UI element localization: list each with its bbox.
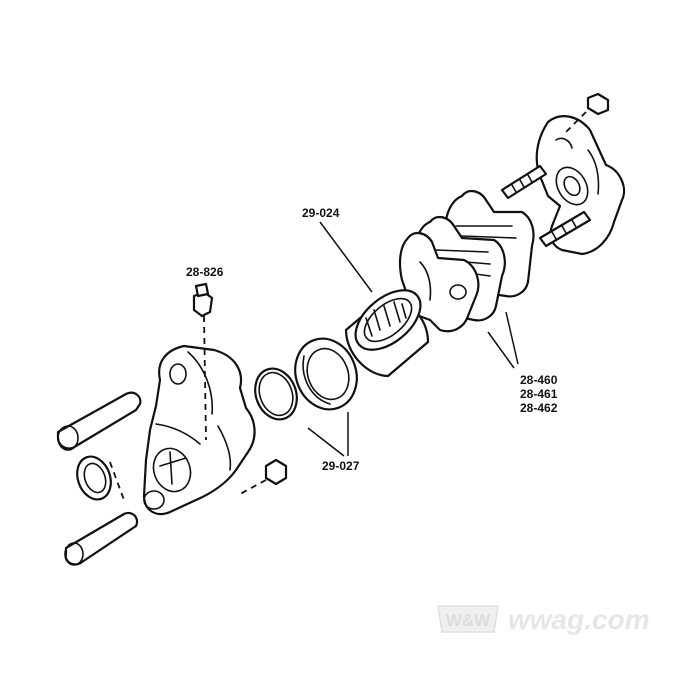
bleeder-valve	[192, 282, 214, 441]
leader-lines	[307, 221, 519, 457]
guide-pin-seal	[76, 455, 125, 501]
label-pads-3: 28-462	[520, 401, 558, 415]
svg-text:wwag.com: wwag.com	[508, 604, 650, 635]
guide-pin-upper	[56, 391, 142, 451]
mounting-pin-upper	[500, 164, 548, 200]
caliper-inner-half	[142, 344, 256, 516]
piston-seal-ring	[254, 367, 298, 421]
piston	[344, 289, 430, 378]
label-seals: 29-027	[322, 459, 360, 473]
caliper-nut-top	[565, 92, 610, 133]
label-pads-2: 28-461	[520, 387, 558, 401]
label-pads-1: 28-460	[520, 373, 558, 387]
svg-text:W&W: W&W	[446, 611, 491, 630]
piston-dust-boot	[294, 337, 358, 411]
watermark-logo: W&W wwag.com	[437, 604, 650, 635]
caliper-nut-bottom	[239, 458, 288, 495]
watermark: W&W wwag.com	[436, 592, 666, 642]
label-piston: 29-024	[302, 206, 340, 220]
guide-pin-lower	[64, 511, 139, 566]
label-bleeder: 28-826	[186, 265, 224, 279]
mounting-pin-lower	[538, 210, 592, 248]
